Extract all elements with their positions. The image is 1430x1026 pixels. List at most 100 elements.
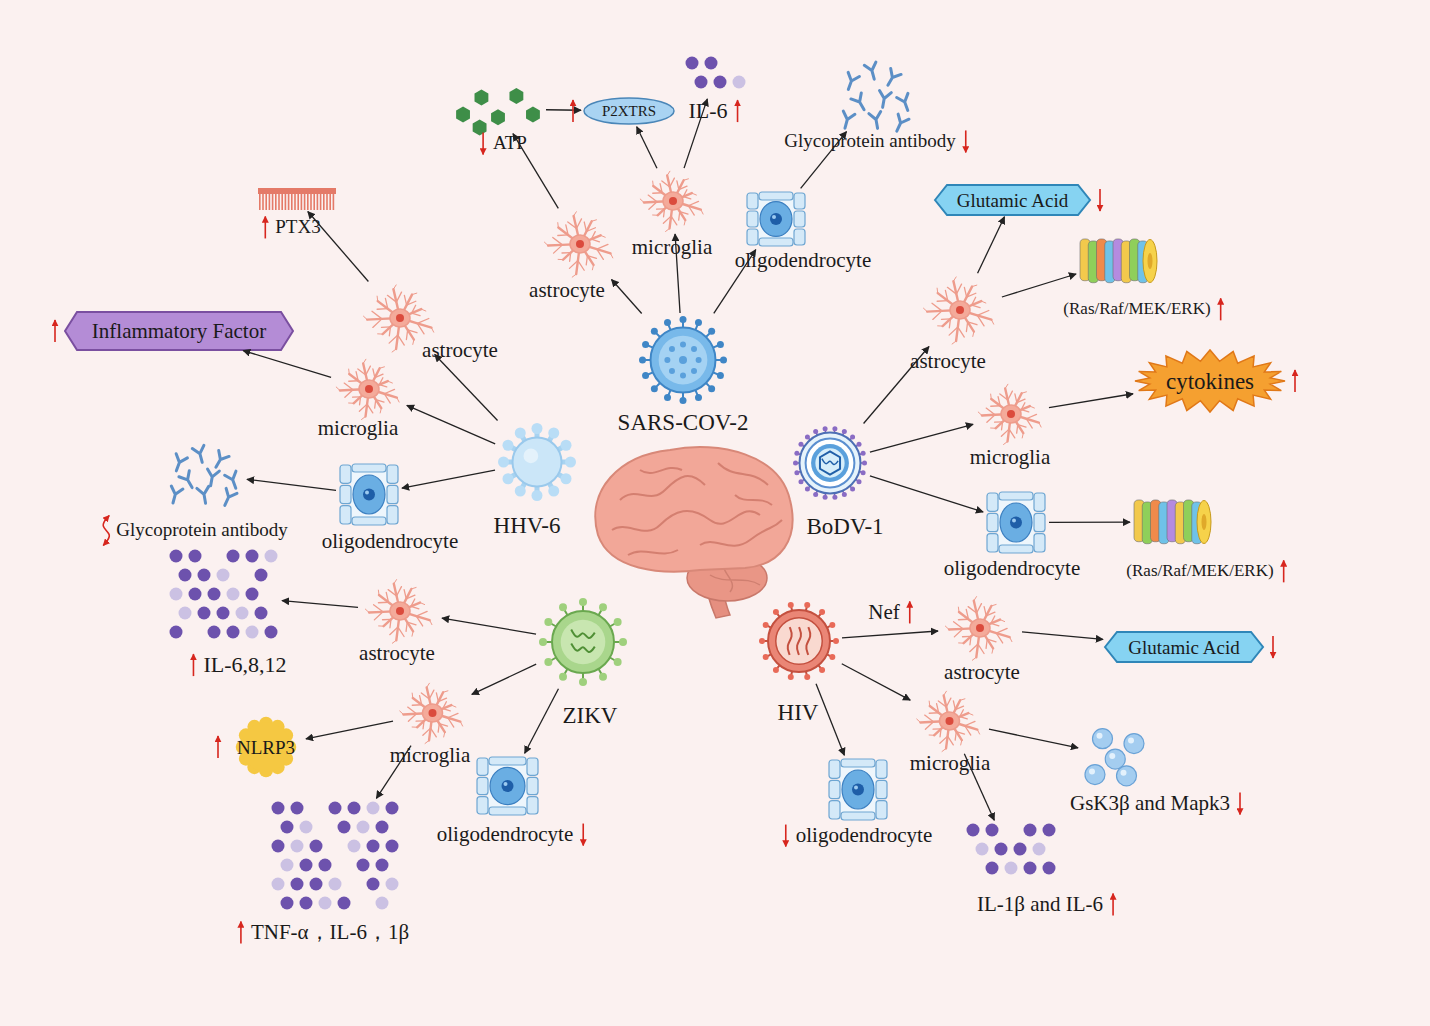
cell-branch <box>584 222 586 231</box>
cell-branch <box>420 696 422 705</box>
cell-body <box>950 301 970 319</box>
cell-branch <box>953 277 956 281</box>
cell-branch <box>667 171 670 175</box>
cell-branch <box>963 636 971 638</box>
node-dots: IL-6,8,12 <box>168 548 280 643</box>
cell-branch <box>366 366 371 375</box>
cell-branch <box>684 220 685 225</box>
increase-arrow <box>1220 298 1222 320</box>
gyrus <box>718 463 768 485</box>
cytokine-dot <box>265 626 278 639</box>
node-label: astrocyte <box>422 339 498 362</box>
cytokine-dot <box>236 607 249 620</box>
cell-branch <box>412 631 413 636</box>
spike-knob <box>561 440 572 451</box>
cell-branch <box>977 604 982 613</box>
antibody-symbol <box>851 93 869 113</box>
pathway-ring-end <box>1143 240 1157 283</box>
node-label: PTX3 <box>275 217 320 238</box>
cell-branch <box>663 209 665 217</box>
myelin-segment <box>876 760 887 778</box>
cell-branch <box>939 729 941 737</box>
spike-knob <box>579 598 587 606</box>
node-icon <box>912 690 987 752</box>
comb-tooth <box>291 194 293 210</box>
myelin-segment <box>387 506 398 524</box>
cell-branch <box>987 639 996 642</box>
spike-knob <box>819 609 825 615</box>
cell-branch <box>431 328 433 332</box>
cytokine-dot <box>208 588 221 601</box>
cytokine-dot <box>281 859 294 872</box>
cell-branch <box>439 724 447 727</box>
spike-knob <box>548 486 559 497</box>
spike-knob <box>708 385 715 392</box>
cell-branch <box>653 214 658 215</box>
cell-body <box>490 767 525 804</box>
spike-knob <box>763 654 769 660</box>
change-indicators <box>55 100 1295 944</box>
cell-branch <box>981 301 986 303</box>
virus-particle <box>691 368 697 374</box>
cell-branch <box>586 228 595 232</box>
node-label: astrocyte <box>359 642 435 665</box>
increase-arrow <box>264 216 266 238</box>
atp-hexagon <box>456 107 470 123</box>
cytokine-dot <box>319 897 332 910</box>
cell-branch <box>960 699 965 700</box>
node-icon <box>792 425 868 501</box>
cell-branch <box>640 199 644 202</box>
cell-branch <box>417 323 424 334</box>
cell-branch <box>393 285 396 289</box>
cell-branch <box>578 261 584 271</box>
sphere-highlight <box>1109 753 1115 759</box>
cell-branch <box>653 192 662 194</box>
node-label: ZIKV <box>563 703 618 728</box>
spike-knob <box>515 427 526 438</box>
cytokine-dot <box>300 821 313 834</box>
cell-branch <box>679 212 680 221</box>
node-oligo: oligodendrocyte <box>475 755 540 817</box>
myelin-segment <box>747 211 758 227</box>
spike-knob <box>798 442 803 447</box>
comb-tooth <box>333 194 335 210</box>
arrow-connector <box>525 689 559 753</box>
cell-branch <box>1001 429 1009 436</box>
virus-ring <box>806 439 855 488</box>
cell-branch <box>384 389 394 393</box>
nucleus-highlight <box>772 215 776 219</box>
increase-arrow <box>193 654 195 676</box>
cell-branch <box>683 197 690 199</box>
cell-branch <box>591 232 595 240</box>
antibody-symbol <box>179 471 197 491</box>
virus-core <box>815 448 844 477</box>
node-ellipse: P2XTRS <box>583 97 675 125</box>
cell-branch <box>937 288 939 293</box>
cell-branch <box>955 706 963 709</box>
cell-branch <box>407 622 416 625</box>
cell-body <box>940 712 960 730</box>
cell-branch <box>363 359 366 363</box>
cytokine-dot <box>291 840 304 853</box>
arrow-connector <box>989 729 1078 748</box>
cytokine-dot <box>329 878 342 891</box>
spike-knob <box>813 429 818 434</box>
cell-branch <box>692 193 697 195</box>
cell-branch <box>417 318 429 323</box>
atp-hexagon <box>491 109 505 125</box>
cell-branch <box>972 297 976 305</box>
cell-branch <box>929 734 934 735</box>
cell-branch <box>959 642 964 643</box>
cytokine-dot <box>300 897 313 910</box>
cell-branch <box>392 349 396 352</box>
arrow-connector <box>1049 394 1133 408</box>
cytokine-dot <box>198 569 211 582</box>
decrease-arrow <box>1099 189 1101 211</box>
cell-branch <box>684 179 689 180</box>
node-sars: SARS-COV-2 <box>638 315 728 405</box>
cell-branch <box>359 404 367 411</box>
antibody-symbol <box>843 72 860 91</box>
gyrus <box>640 468 682 473</box>
cytokine-dot <box>272 878 285 891</box>
arrow-connector <box>612 279 642 313</box>
